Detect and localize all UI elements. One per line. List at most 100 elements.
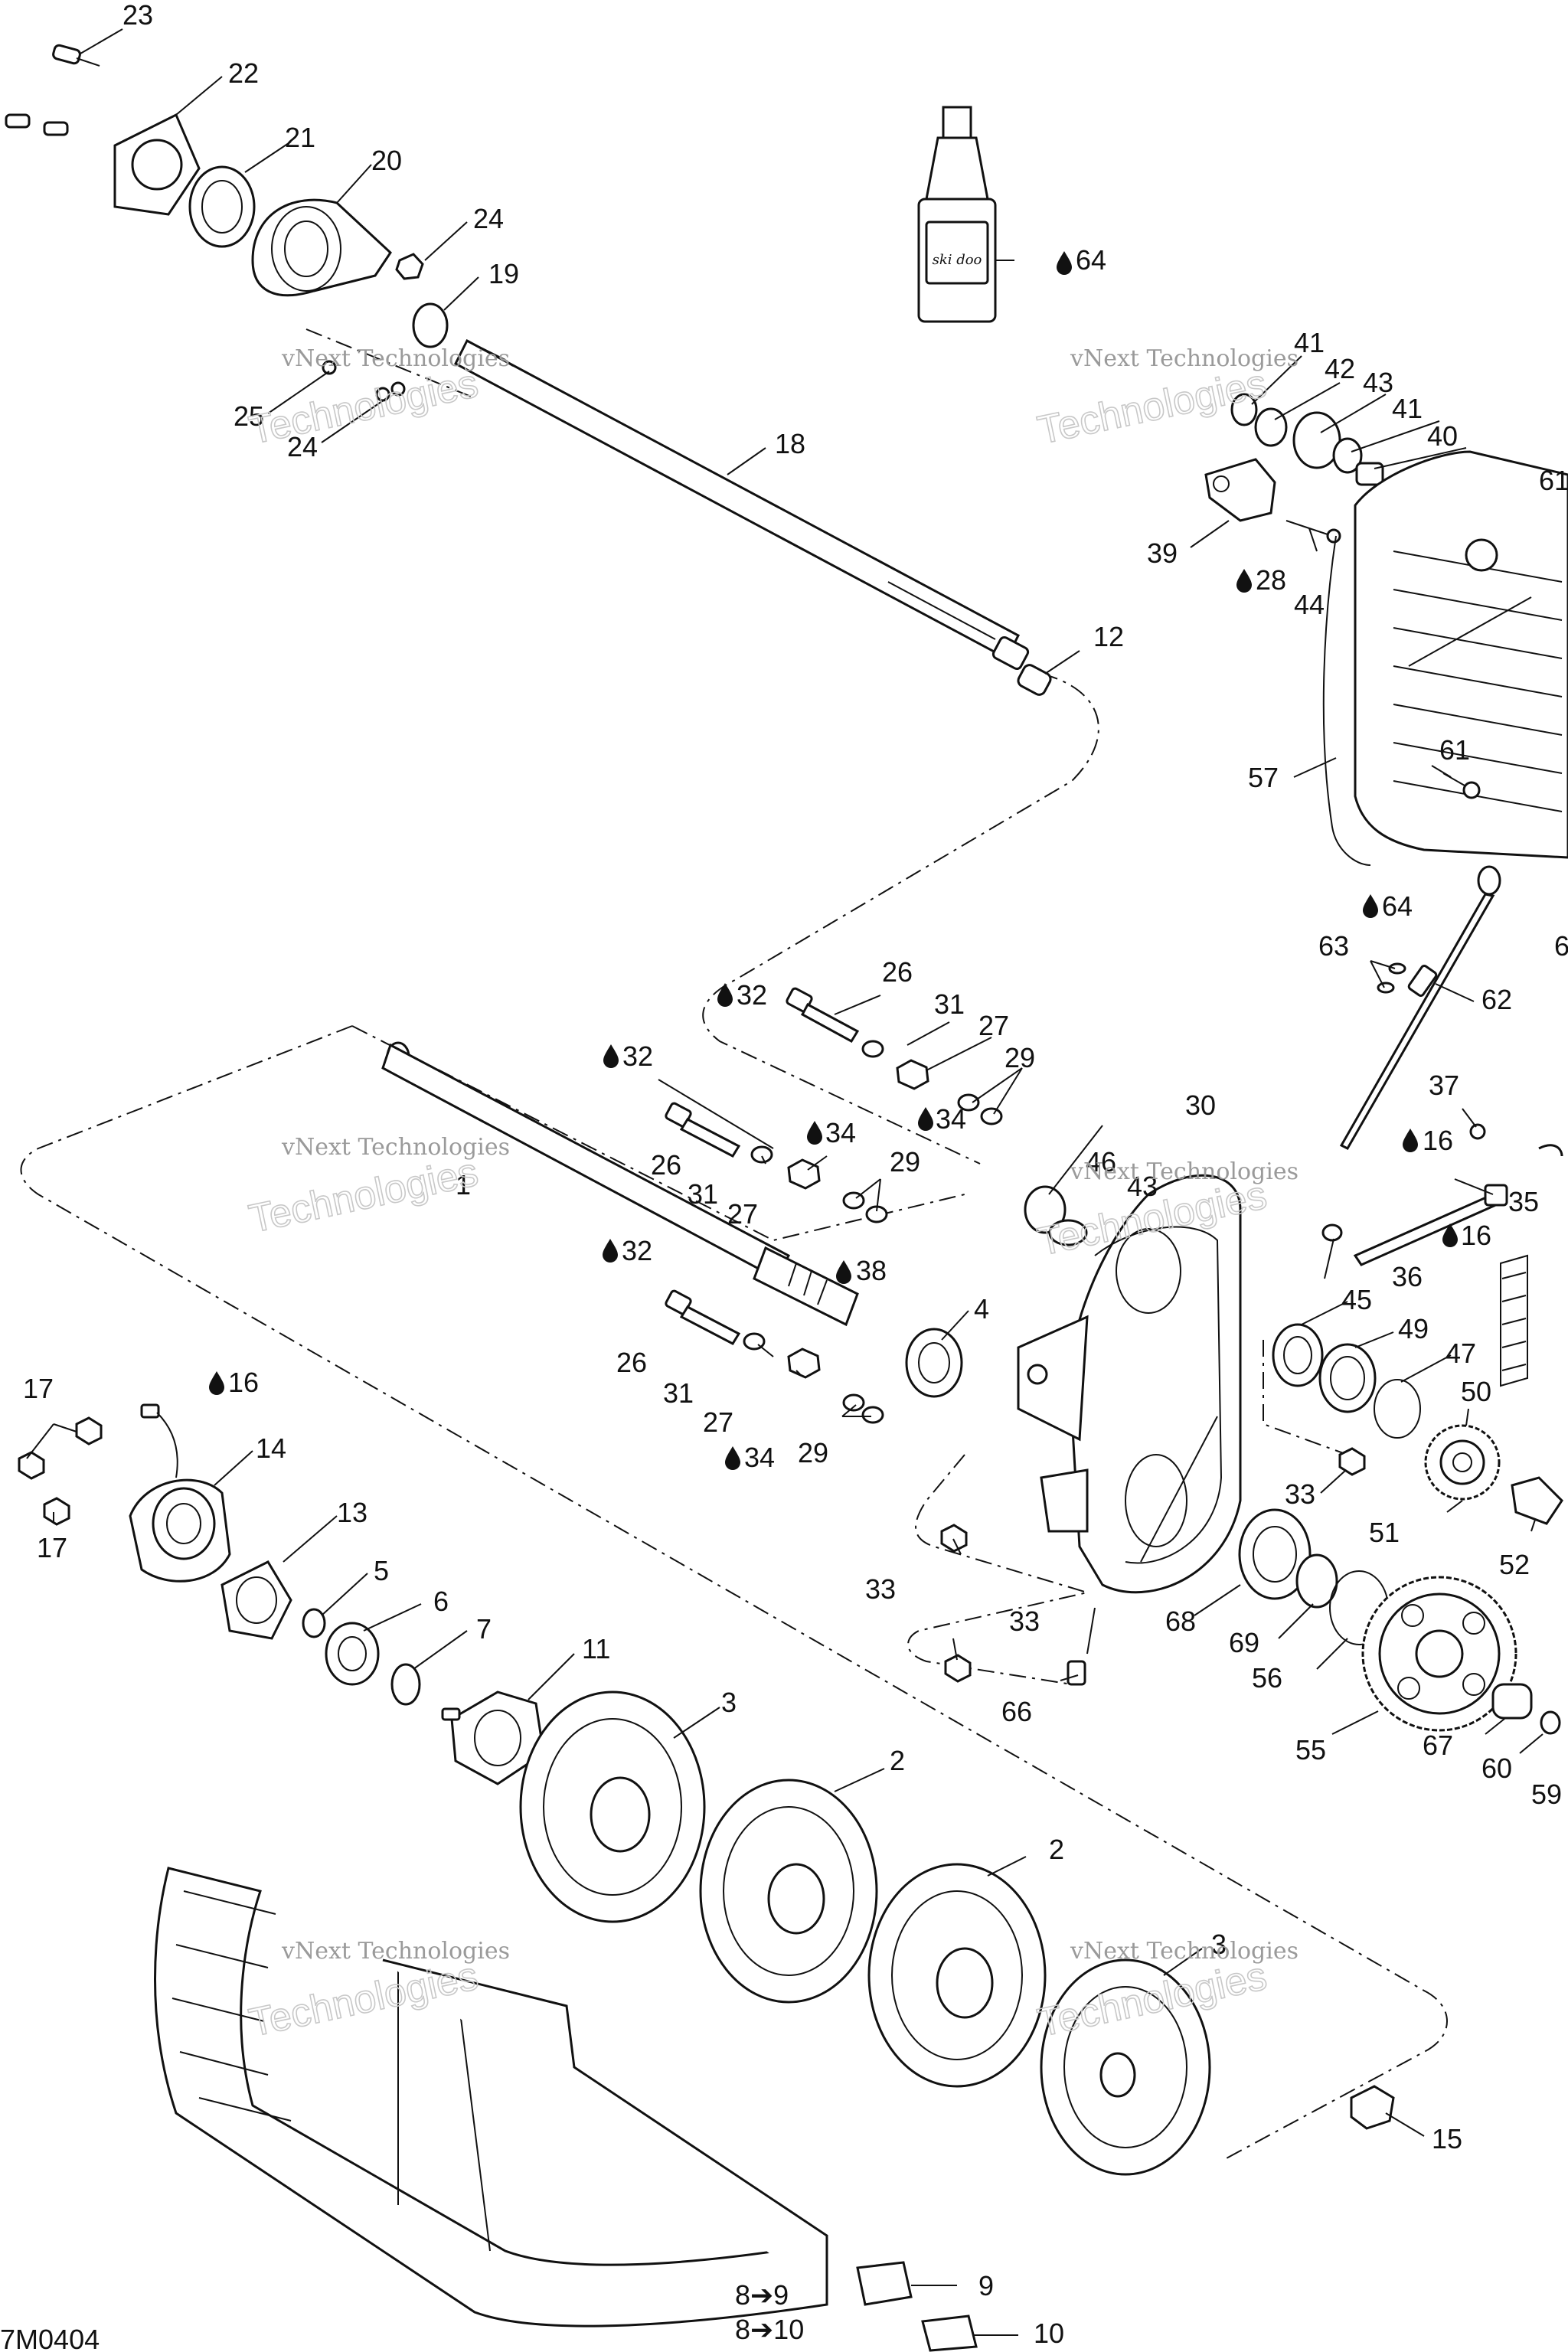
callout-56: 56 [1252, 1662, 1282, 1694]
callout-16-c: 16 [228, 1367, 259, 1398]
callout-50: 50 [1461, 1376, 1491, 1407]
chaincase-housing-30 [1017, 1174, 1242, 1594]
callout-13: 13 [337, 1497, 368, 1528]
callout-64-dipstick: 64 [1382, 890, 1413, 922]
callout-67: 67 [1423, 1730, 1453, 1761]
callout-20: 20 [371, 145, 402, 176]
callout-30: 30 [1185, 1089, 1216, 1121]
watermark-text-3: vNext Technologies [281, 1134, 510, 1161]
watermark-text-1: vNext Technologies [281, 345, 510, 372]
callout-55: 55 [1295, 1734, 1326, 1766]
nuts-33-lower [940, 1524, 972, 1683]
track-belt [154, 1867, 828, 2328]
sprocket-50 [1424, 1424, 1501, 1501]
wheel-3-right [1040, 1958, 1211, 2176]
callout-21: 21 [285, 122, 315, 153]
callout-40: 40 [1427, 420, 1458, 452]
ring-5 [302, 1608, 326, 1638]
callout-23: 23 [122, 0, 153, 31]
watermark-text-6: vNext Technologies [1070, 1938, 1298, 1965]
bolt-26-top [786, 987, 860, 1043]
callout-69: 69 [1229, 1627, 1259, 1658]
bearing-6 [325, 1622, 380, 1686]
tensioner-39 [1204, 458, 1276, 522]
bottle-label: ski doo [933, 252, 982, 268]
plug-15 [1350, 2085, 1395, 2130]
watermark-outline-2: Technologies [1034, 361, 1270, 453]
callout-41-a: 41 [1294, 327, 1325, 358]
phantom-line-lower-housing [907, 1454, 1090, 1685]
callout-29-c: 29 [798, 1437, 828, 1468]
small-parts-24-25 [322, 360, 406, 402]
bolt-26-low [665, 1289, 741, 1345]
callout-25: 25 [234, 400, 264, 432]
slider-10 [921, 2314, 978, 2352]
watermark-text-5: vNext Technologies [281, 1938, 510, 1965]
nut-27-top [896, 1059, 929, 1090]
callout-33-a: 33 [865, 1573, 896, 1605]
callout-16-a: 16 [1423, 1125, 1453, 1156]
callout-51: 51 [1369, 1517, 1400, 1548]
callout-61-b: 61 [1439, 734, 1470, 766]
callout-44: 44 [1294, 589, 1325, 620]
callout-17-b: 17 [37, 1532, 67, 1563]
callout-24-top: 24 [473, 203, 504, 234]
callout-32-c: 32 [622, 1235, 652, 1266]
callout-59: 59 [1531, 1779, 1562, 1810]
callout-1: 1 [456, 1169, 471, 1200]
callout-34-b: 34 [825, 1117, 856, 1148]
callout-10: 10 [1034, 2318, 1064, 2349]
callout-64-bottle: 64 [1076, 244, 1106, 276]
nut-33-right [1338, 1447, 1366, 1476]
cover-57 [1322, 450, 1568, 866]
callout-43: 43 [1363, 367, 1393, 398]
callout-66: 66 [1001, 1696, 1032, 1727]
watermark-text-2: vNext Technologies [1070, 345, 1298, 372]
pin-37 [1469, 1123, 1486, 1140]
callout-6: 6 [433, 1586, 449, 1617]
bearing-21 [188, 165, 256, 248]
callout-27-c: 27 [703, 1406, 733, 1438]
nuts-17 [18, 1416, 103, 1526]
plate-13 [220, 1560, 292, 1640]
callout-29-a: 29 [1004, 1042, 1035, 1073]
washer-36 [1321, 1223, 1343, 1242]
callout-63: 63 [1318, 930, 1349, 962]
callout-33-c: 33 [1285, 1478, 1315, 1510]
callout-8-to-9: 8➔9 [735, 2279, 789, 2311]
watermark-outline-5: Technologies [245, 1954, 482, 2046]
phantom-line-shaft2 [351, 1025, 965, 1242]
callout-57: 57 [1248, 762, 1279, 793]
callout-47: 47 [1446, 1338, 1476, 1369]
callout-34-a: 34 [936, 1103, 966, 1135]
bolt-35 [1353, 1144, 1563, 1266]
phantom-line-right [1263, 1340, 1348, 1455]
spacer-67 [1491, 1683, 1533, 1720]
callout-52: 52 [1499, 1549, 1530, 1580]
callout-26-b: 26 [651, 1149, 681, 1181]
callout-39: 39 [1147, 537, 1178, 569]
watermark-text-4: vNext Technologies [1070, 1158, 1298, 1185]
flange-20 [251, 198, 392, 297]
phantom-line-shaft-to-housing [702, 673, 1099, 1165]
callout-34-c: 34 [744, 1442, 775, 1473]
callout-labels: 23 22 21 20 24 19 25 24 18 12 64 41 42 4… [23, 0, 1568, 2349]
sprocket-3-left [519, 1690, 706, 1923]
callout-37: 37 [1429, 1070, 1459, 1101]
phantom-line-top [305, 328, 475, 399]
shaft-18 [454, 338, 1030, 671]
callout-45: 45 [1341, 1284, 1372, 1315]
callout-2-b: 2 [1049, 1834, 1064, 1865]
callout-15: 15 [1432, 2123, 1462, 2154]
callout-4: 4 [974, 1293, 989, 1325]
callout-31-a: 31 [934, 988, 965, 1020]
callout-27-b: 27 [727, 1198, 758, 1230]
bolt-left-a [5, 113, 69, 136]
callout-46: 46 [1086, 1146, 1116, 1178]
callout-12: 12 [1093, 621, 1124, 652]
callout-29-b: 29 [890, 1146, 920, 1178]
callout-19: 19 [488, 258, 519, 289]
callout-2-a: 2 [890, 1745, 905, 1776]
callout-3-right: 3 [1211, 1929, 1227, 1960]
